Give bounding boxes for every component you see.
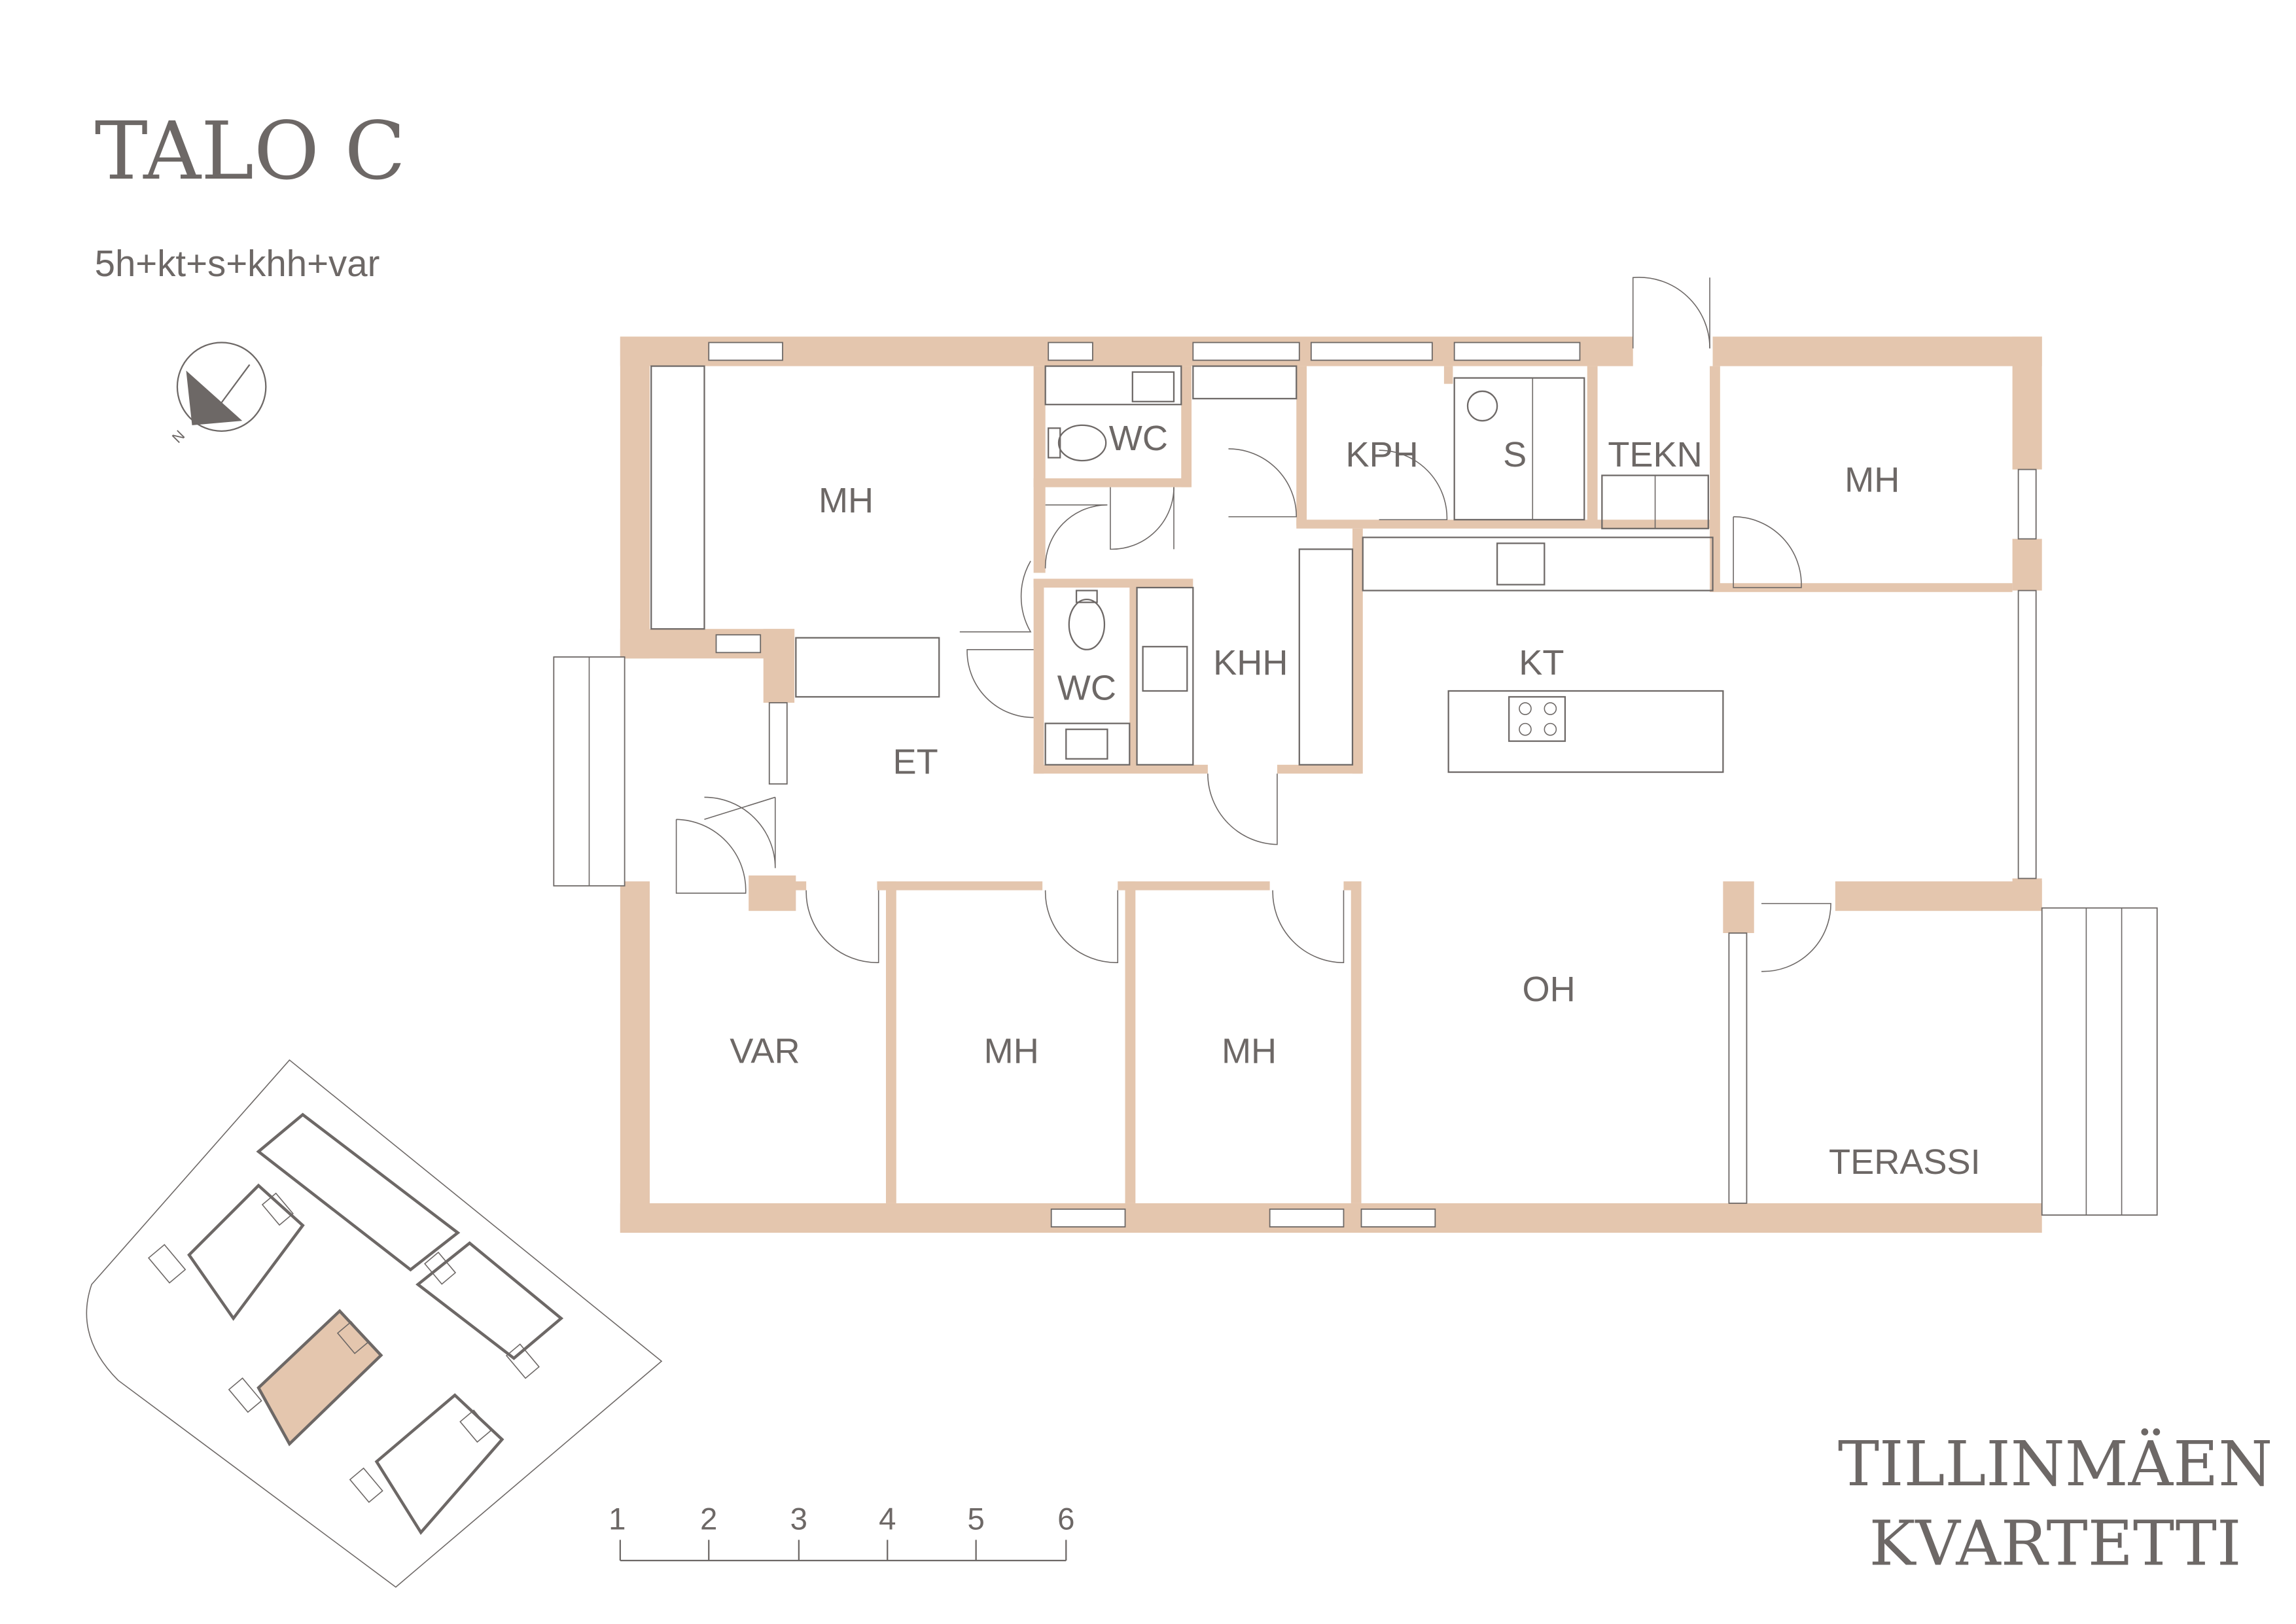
room-khh: KHH [1213, 643, 1288, 682]
brand-name-line1: TILLINMÄEN [1838, 1428, 2272, 1500]
room-kph: KPH [1345, 435, 1418, 474]
room-mh-south-1: MH [984, 1032, 1039, 1071]
scale-bar: 1 2 3 4 5 6 [609, 1502, 1074, 1562]
room-kt: KT [1519, 643, 1564, 682]
scale-tick-label: 1 [609, 1502, 626, 1537]
scale-tick-label: 4 [879, 1502, 896, 1537]
doors [675, 277, 1831, 972]
room-terassi: TERASSI [1829, 1142, 1981, 1182]
room-var: VAR [730, 1032, 800, 1071]
room-mh-south-2: MH [1222, 1032, 1277, 1071]
apartment-type: 5h+kt+s+khh+var [95, 243, 380, 284]
scale-tick-label: 6 [1057, 1502, 1074, 1537]
room-et: ET [893, 742, 938, 781]
fixtures [650, 365, 1724, 773]
brand-name-line2: KVARTETTI [1869, 1508, 2242, 1580]
room-sauna: S [1503, 435, 1527, 474]
walls [620, 336, 2042, 1233]
svg-text:N: N [169, 427, 188, 446]
room-mh-northeast: MH [1845, 460, 1899, 499]
room-oh: OH [1522, 970, 1575, 1009]
room-wc-top: WC [1109, 419, 1168, 458]
scale-tick-label: 5 [967, 1502, 984, 1537]
room-labels: MH WC KPH S TEKN MH WC KHH KT ET OH VAR … [730, 419, 1980, 1182]
north-arrow-icon: N [169, 342, 267, 446]
room-tekn: TEKN [1608, 435, 1702, 474]
scale-tick-label: 3 [790, 1502, 807, 1537]
room-mh-northwest: MH [819, 481, 874, 520]
scale-tick-label: 2 [700, 1502, 717, 1537]
windows [553, 342, 2158, 1227]
site-plan-icon [86, 1059, 663, 1588]
page-title: TALO C [95, 105, 406, 198]
room-wc-middle: WC [1057, 669, 1116, 708]
